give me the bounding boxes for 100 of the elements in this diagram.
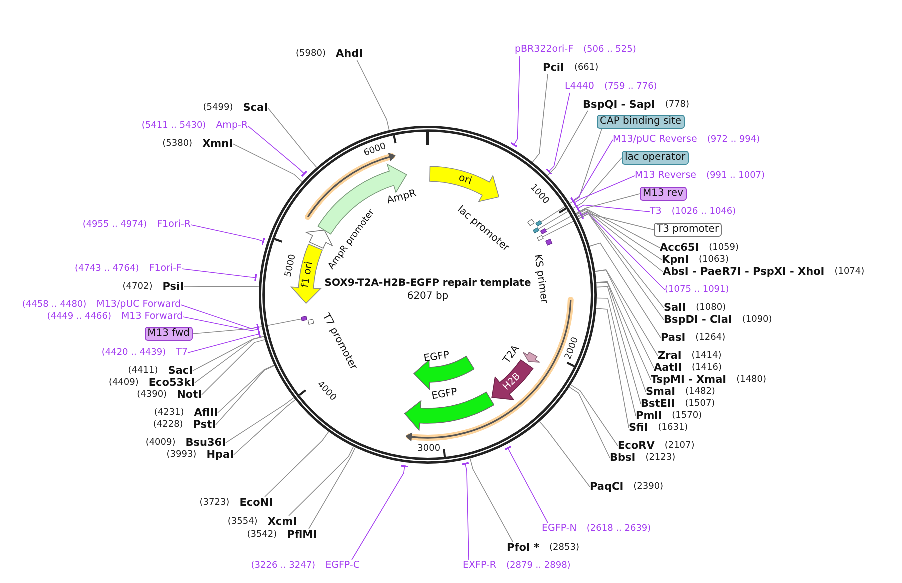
enzyme-name: PfoI * [507,542,540,554]
leader-line [546,92,570,175]
leader-line [580,212,666,290]
primer-position-range: (4743 .. 4764) [74,263,140,275]
primer-name: Amp-R [216,120,248,132]
cut-site-position: (3542) [247,529,278,541]
enzyme-name: EcoRV [618,440,655,452]
tick-label: 3000 [418,444,441,454]
enzyme-name: SfiI [629,422,648,434]
primer-name: M13/pUC Reverse [613,134,698,146]
enzyme-name: PsiI [162,281,184,293]
primer-name: EXFP-R [463,560,497,572]
plasmid-size: 6207 bp [407,291,449,303]
cut-site-position: (5380) [162,138,193,150]
cut-site-position: (5980) [296,48,326,60]
enzyme-name: EcoNI [240,497,273,509]
leader-line [596,281,652,380]
enzyme-name: AatII [654,362,682,374]
enzyme-name: AhdI [336,48,363,60]
feature-label: f1 ori [300,261,316,289]
leader-line [234,400,296,456]
primer-position-range: (972 .. 994) [707,134,760,146]
leader-line [570,384,618,446]
leader-line [569,386,610,458]
enzyme-name: AbsI - PaeR7I - PspXI - XhoI [663,266,825,278]
cut-site-position: (2853) [550,542,580,554]
cut-site-position: (4411) [128,365,158,377]
primer-name: T7 [176,347,188,359]
enzyme-name: PciI [543,62,564,74]
primer-name: M13/pUC Forward [96,299,181,311]
leader-line [288,446,354,516]
leader-line [470,458,514,542]
primer-position-range: (5411 .. 5430) [142,120,206,132]
leader-line [510,56,520,148]
cut-site-position: (5499) [203,102,234,114]
enzyme-name: PmlI [636,410,662,422]
cut-site-position: (1264) [696,332,726,344]
enzyme-name: BbsI [610,452,636,464]
primer-name: M13 Reverse [635,170,696,182]
leader-line [546,194,640,230]
primer-position-range: (4458 .. 4480) [22,299,87,311]
leader-line [596,308,630,428]
enzyme-name: BspQI - SapI [583,99,656,111]
cut-site-position: (1414) [692,350,722,362]
enzyme-name: HpaI [206,449,234,461]
feature-band [536,220,542,227]
leader-line [192,336,265,372]
leader-line [462,462,470,560]
cut-site-position: (1416) [692,362,722,374]
leader-line [595,270,654,368]
plasmid-name: SOX9-T2A-H2B-EGFP repair template [324,278,532,290]
enzyme-name: SacI [168,365,193,377]
primer-name: T3 [650,206,662,218]
leader-line [248,126,308,178]
feature-label: AmpR [386,188,418,207]
primer-name: EGFP-N [542,523,577,535]
leader-line [596,282,646,392]
primer-name: L4440 [565,81,594,93]
cut-site-position: (4009) [146,437,176,449]
enzyme-name: Acc65I [660,242,700,254]
primer-position-range: (2879 .. 2898) [506,560,571,572]
primer-position-range: (506 .. 525) [584,44,636,56]
enzyme-name: Eco53kI [148,377,195,389]
cut-site-position: (1482) [686,386,716,398]
enzyme-name: PstI [193,419,216,431]
feature-label: EGFP [431,387,458,402]
cut-site-position: (4702) [122,281,153,293]
feature-tag: M13 rev [640,187,686,201]
leader-line [180,304,260,332]
feature-tag: lac operator [622,151,689,165]
primer-name: F1ori-R [157,219,191,231]
feature-band [533,228,540,234]
leader-line [182,316,260,334]
leader-line [594,270,658,356]
enzyme-name: XmnI [202,138,233,150]
leader-line [589,242,662,338]
primer-position-range: (2618 .. 2639) [586,523,652,535]
leader-line [232,144,303,182]
feature-tag: T3 promoter [654,223,722,237]
cut-site-position: (4409) [108,377,139,389]
cut-site-position: (1507) [685,398,716,410]
cut-site-position: (1631) [658,422,688,434]
leader-line [356,60,390,131]
leader-line [192,318,302,334]
cut-site-position: (1090) [742,314,772,326]
leader-line [182,268,258,282]
enzyme-name: ScaI [243,102,268,114]
primer-position-range: (4420 .. 4439) [102,347,166,359]
cut-site-position: (4390) [137,389,168,401]
feature-label: ori [458,172,474,188]
leader-line [596,298,636,416]
leader-line [572,176,636,206]
leader-line [308,447,356,530]
leader-line [226,397,294,444]
tick-label: 5000 [284,254,298,278]
feature-label: EGFP [423,350,450,365]
enzyme-name: TspMI - XmaI [651,374,727,386]
feature-tag: CAP binding site [597,115,685,129]
leader-line [576,208,660,248]
leader-line [538,158,622,230]
